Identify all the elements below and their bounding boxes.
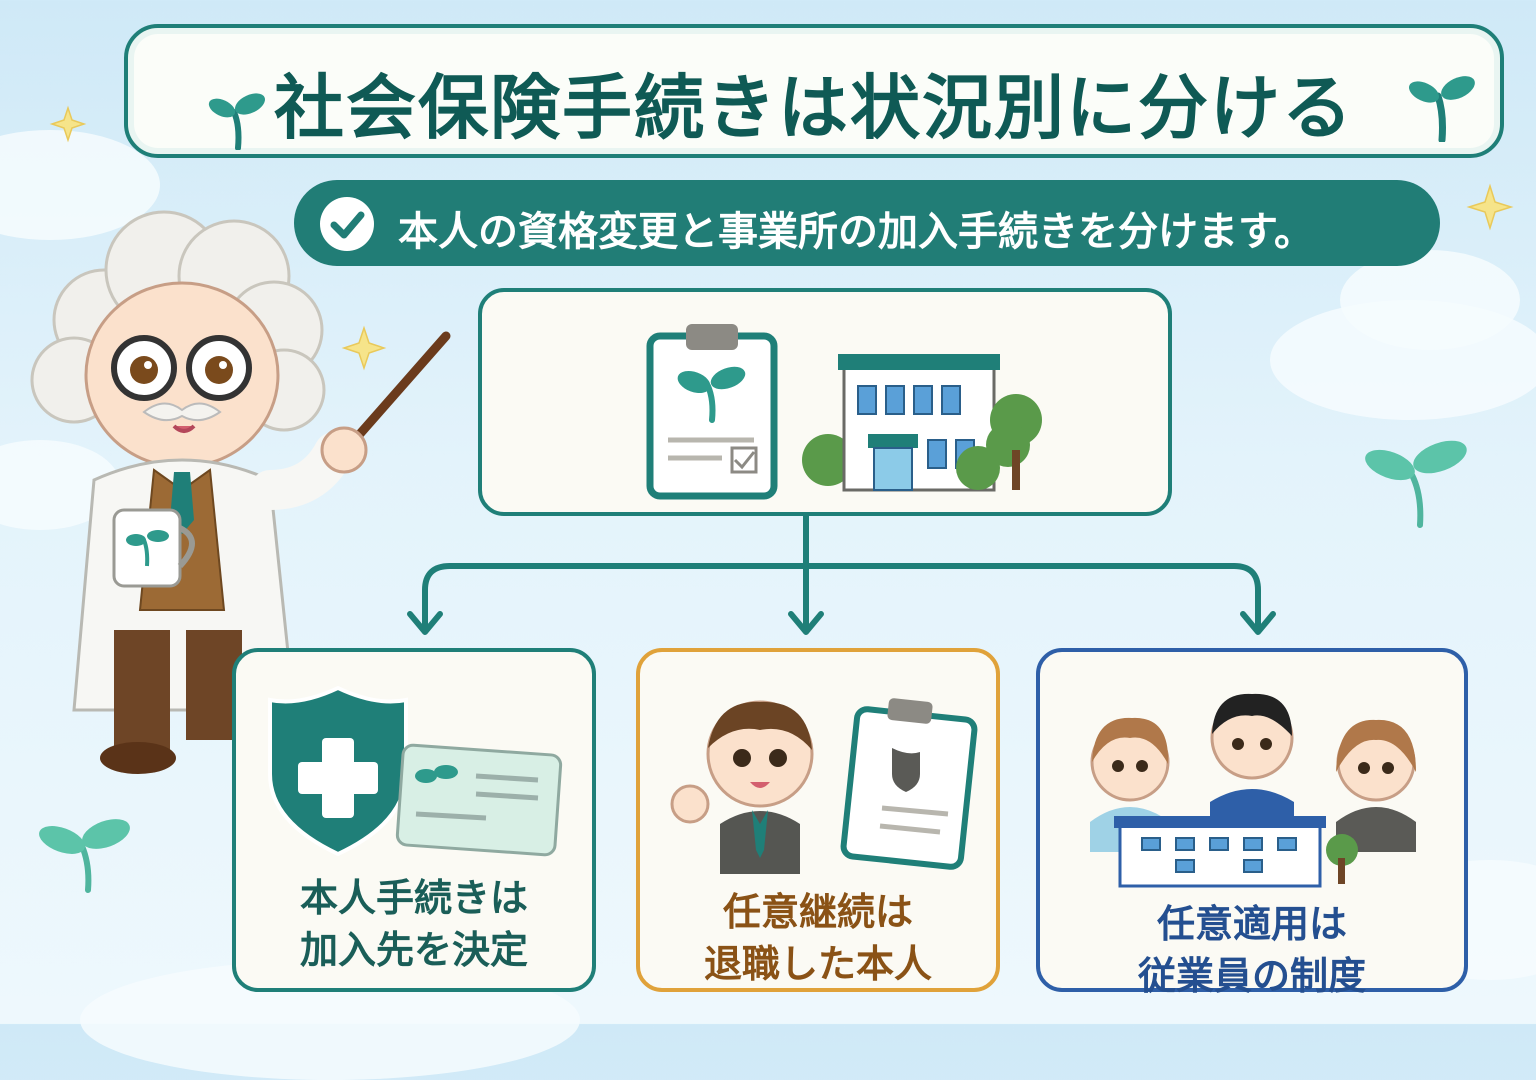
sprout-icon — [208, 93, 265, 150]
clipboard-icon — [646, 324, 778, 500]
branch-card-voluntary-continuation: 任意継続は 退職した本人 — [636, 648, 1000, 992]
insurance-card-icon — [395, 743, 563, 857]
branch-card-voluntary-application: 任意適用は 従業員の制度 — [1036, 648, 1468, 998]
sparkle-icon — [1466, 183, 1514, 231]
office-building-icon — [802, 354, 1042, 492]
sparkle-icon — [341, 325, 387, 371]
check-circle-icon — [320, 197, 374, 251]
cloud — [1340, 250, 1520, 350]
professor-illustration — [30, 210, 451, 774]
salaryman-icon — [670, 698, 978, 874]
branch-label-line1: 本人手続きは — [299, 876, 528, 920]
shield-cross-icon — [268, 685, 563, 857]
sprout-icon — [39, 819, 130, 893]
employees-icon — [1090, 693, 1416, 888]
title-banner: 社会保険手続きは状況別に分ける — [124, 24, 1504, 158]
top-card — [478, 288, 1172, 516]
branch-label-line2: 加入先を決定 — [299, 928, 528, 972]
sprout-icon — [1409, 76, 1475, 142]
branch-card-personal: 本人手続きは 加入先を決定 — [232, 648, 596, 992]
branch-label-line2: 従業員の制度 — [1137, 954, 1366, 998]
subtitle-banner: 本人の資格変更と事業所の加入手続きを分けます。 — [294, 180, 1440, 266]
subtitle: 本人の資格変更と事業所の加入手続きを分けます。 — [398, 209, 1314, 255]
sparkle-icon — [49, 105, 87, 143]
page-title: 社会保険手続きは状況別に分ける — [274, 67, 1354, 149]
flow-connectors — [407, 513, 1276, 635]
branch-label-line1: 任意継続は — [722, 890, 913, 934]
branch-label-line1: 任意適用は — [1156, 902, 1347, 946]
branch-label-line2: 退職した本人 — [703, 942, 932, 986]
sprout-icon — [1365, 440, 1467, 528]
